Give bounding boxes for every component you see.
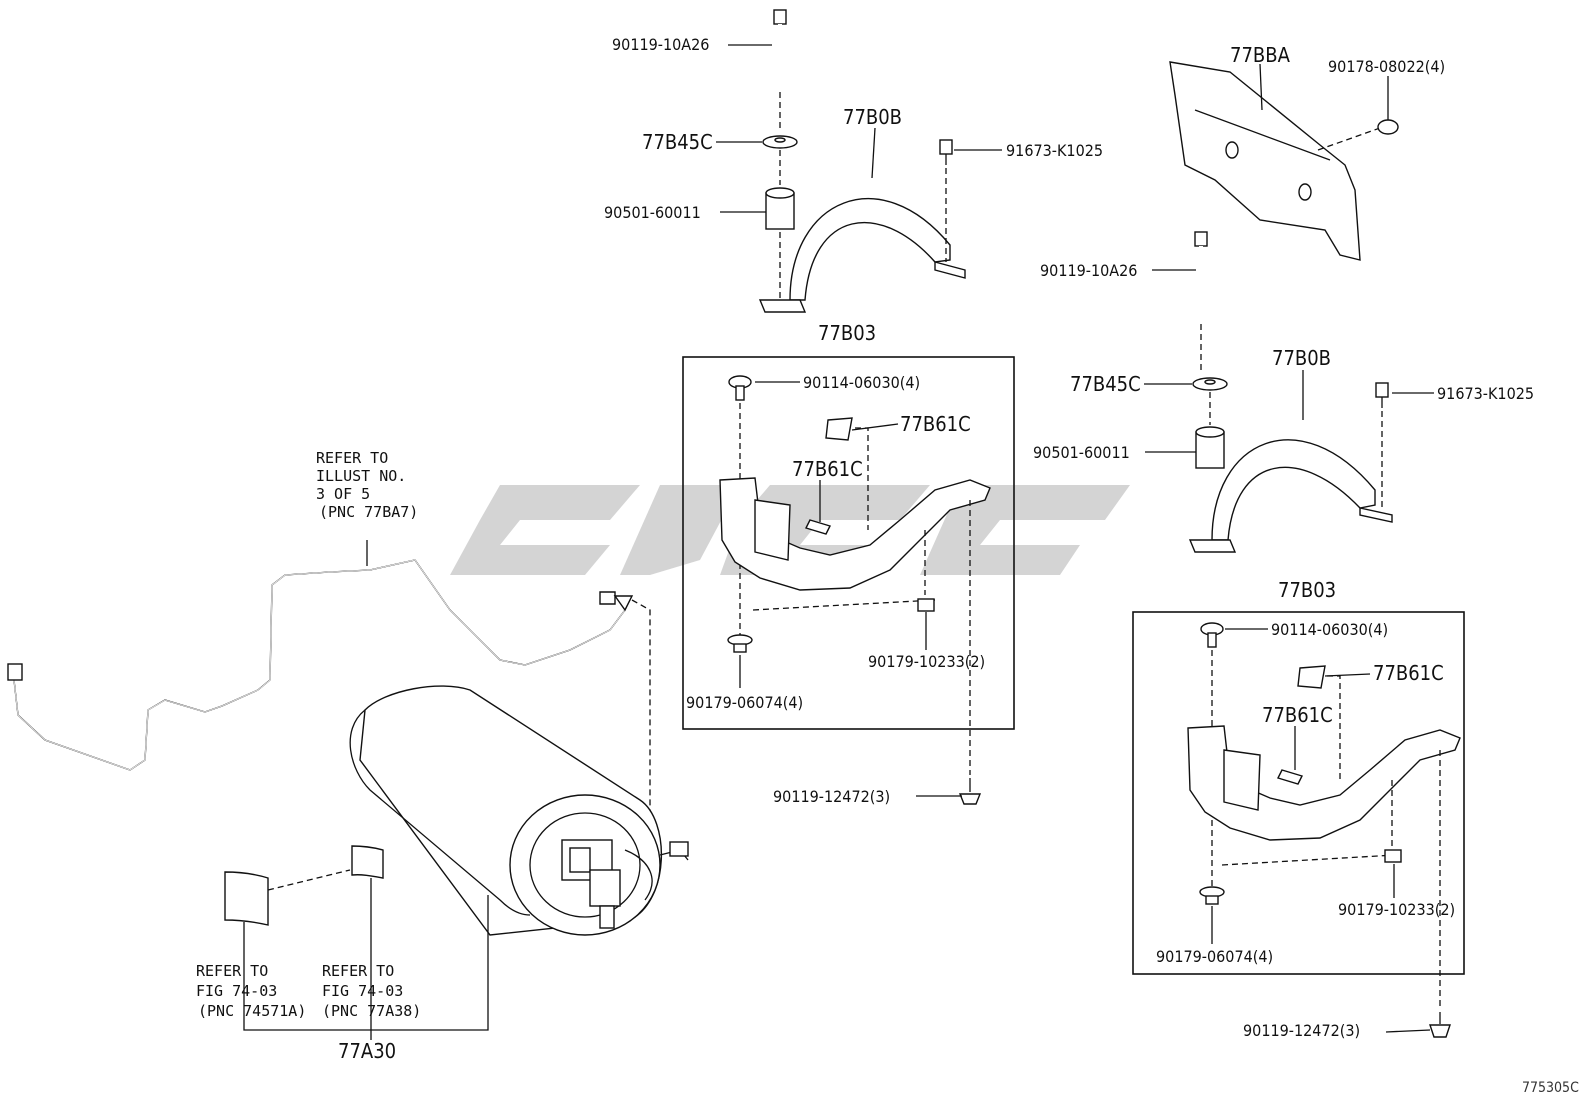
label-cushion-right: 90501-60011 — [1033, 443, 1130, 462]
label-bolt-left-bottom: 90119-12472(3) — [773, 787, 890, 806]
bolt-left-lower — [958, 500, 982, 805]
label-nut-cover: 90178-08022(4) — [1328, 57, 1445, 76]
refer-pipe-line-1: REFER TO — [316, 449, 388, 467]
sensor-pipe — [7, 559, 651, 840]
label-bolt-band-right: 91673-K1025 — [1437, 384, 1534, 403]
bracket-box-left — [682, 356, 1015, 730]
label-bolt-right-top: 90119-10A26 — [1040, 261, 1137, 280]
refer-pipe-line-2: ILLUST NO. — [316, 467, 406, 485]
label-pad-left-b: 77B61C — [792, 457, 863, 481]
tank-label-b — [351, 845, 384, 879]
tank-label-a — [224, 869, 351, 926]
pad-right-b — [1277, 769, 1303, 785]
refer-pipe-note: REFER TO ILLUST NO. 3 OF 5 (PNC 77BA7) — [316, 449, 418, 521]
bracket-left — [719, 477, 991, 611]
label-bracket-right: 77B03 — [1278, 578, 1336, 602]
bolt-band-right — [1375, 382, 1389, 508]
refer-label-b-line-1: REFER TO — [322, 962, 394, 980]
label-nut-right-b: 90179-06074(4) — [1156, 947, 1273, 966]
label-bolt-right-bottom: 90119-12472(3) — [1243, 1021, 1360, 1040]
refer-label-a-note: REFER TO FIG 74-03 (PNC 74571A) — [196, 962, 306, 1020]
refer-label-b-line-2: FIG 74-03 — [322, 982, 403, 1000]
refer-pipe-line-4: (PNC 77BA7) — [319, 503, 418, 521]
watermark-logo — [450, 485, 1130, 575]
label-bolt-top: 90119-10A26 — [612, 35, 709, 54]
label-bracket-left: 77B03 — [818, 321, 876, 345]
nut-left-b — [727, 634, 753, 653]
nut-cover — [1377, 119, 1399, 135]
refer-label-b-note: REFER TO FIG 74-03 (PNC 77A38) — [322, 962, 421, 1020]
nut-right-b — [1199, 886, 1225, 905]
label-tank: 77A30 — [338, 1039, 396, 1063]
refer-label-b-line-3: (PNC 77A38) — [322, 1002, 421, 1020]
washer-right — [1192, 377, 1228, 425]
refer-label-a-line-2: FIG 74-03 — [196, 982, 277, 1000]
refer-pipe-line-3: 3 OF 5 — [316, 485, 370, 503]
bolt-right-upper — [1194, 231, 1208, 370]
bolt-left-upper — [773, 9, 787, 130]
label-washer-left: 77B45C — [642, 130, 713, 154]
washer-left — [762, 135, 798, 185]
label-band-left: 77B0B — [843, 105, 902, 129]
clip-left — [728, 375, 752, 640]
refer-label-a-line-1: REFER TO — [196, 962, 268, 980]
cushion-right — [1195, 426, 1225, 469]
refer-label-a-line-3: (PNC 74571A) — [198, 1002, 306, 1020]
label-cushion-left: 90501-60011 — [604, 203, 701, 222]
tank-valve-assembly — [561, 839, 689, 929]
figure-number: 775305C — [1522, 1080, 1579, 1096]
label-clip-left: 90114-06030(4) — [803, 373, 920, 392]
label-band-right: 77B0B — [1272, 346, 1331, 370]
label-nut-left-b: 90179-06074(4) — [686, 693, 803, 712]
pad-left-b — [805, 519, 831, 535]
label-pad-right-a: 77B61C — [1373, 661, 1444, 685]
label-clip-right: 90114-06030(4) — [1271, 620, 1388, 639]
bracket-right — [1187, 725, 1461, 866]
leader-lines — [243, 44, 1434, 1040]
nut-right-a — [1384, 849, 1402, 863]
label-pad-right-b: 77B61C — [1262, 703, 1333, 727]
label-pad-left-a: 77B61C — [900, 412, 971, 436]
label-bolt-band-left: 91673-K1025 — [1006, 141, 1103, 160]
label-nut-left-a: 90179-10233(2) — [868, 652, 985, 671]
label-nut-right-a: 90179-10233(2) — [1338, 900, 1455, 919]
label-cover: 77BBA — [1230, 43, 1291, 67]
band-right — [1188, 439, 1393, 553]
fuel-tank — [349, 685, 689, 936]
nut-left-a — [917, 598, 935, 612]
cushion-left — [765, 187, 795, 300]
bolt-right-lower — [1429, 750, 1451, 1038]
label-washer-right: 77B45C — [1070, 372, 1141, 396]
band-left — [758, 198, 966, 313]
bolt-band-left — [939, 139, 953, 262]
bracket-box-right — [1132, 611, 1465, 975]
cover-77bba — [1169, 61, 1381, 261]
